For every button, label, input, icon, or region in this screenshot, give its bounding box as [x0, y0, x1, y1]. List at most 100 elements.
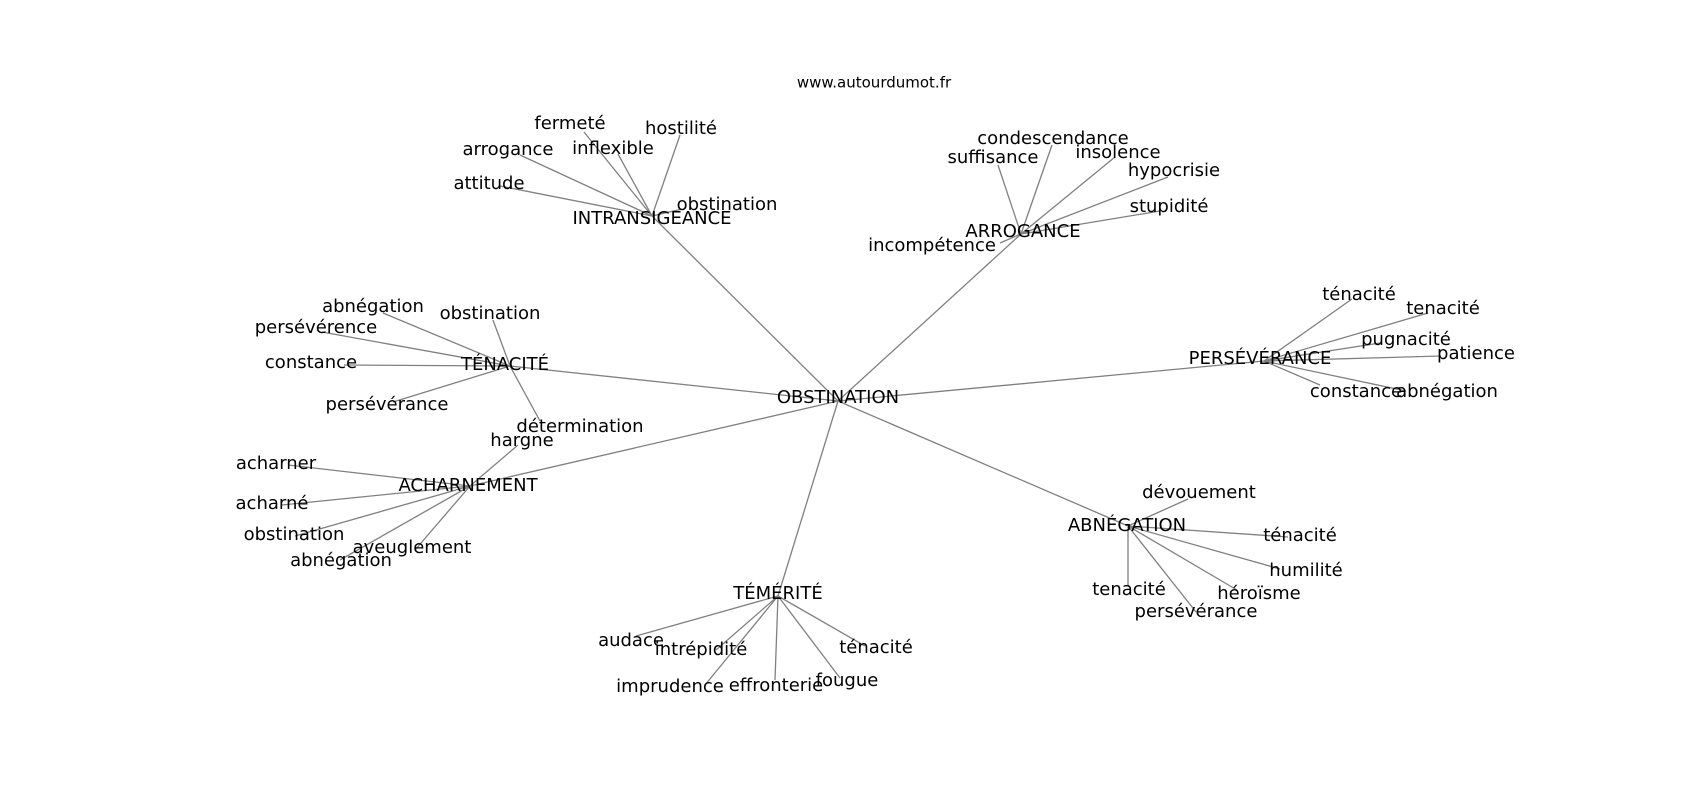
group-node-label-temerite: TÉMÉRITÉ [732, 582, 822, 604]
edge-abnegation-to-heroisme [1127, 525, 1238, 591]
leaf-node-label-acharnement-acharne: acharné [236, 493, 309, 514]
edge-temerite-to-tenacite [777, 595, 866, 647]
leaf-node-label-abnegation-humilite: humilité [1269, 560, 1343, 581]
leaf-node-label-perseverance-tenacite: ténacité [1322, 284, 1396, 305]
edge-center-to-temerite [777, 400, 839, 597]
leaf-node-label-tenacite-determination: détermination [516, 416, 643, 437]
leaf-node-label-tenacite-obstination: obstination [440, 303, 541, 324]
edge-arrogance-to-suffisance [997, 164, 1022, 235]
group-node-label-tenacite: TÉNACITÉ [460, 353, 549, 375]
leaf-node-label-acharnement-aveuglement: aveuglement [353, 537, 472, 558]
group-node-label-abnegation: ABNÉGATION [1068, 514, 1186, 536]
edge-perseverance-to-tenacite [1263, 312, 1429, 362]
leaf-node-label-temerite-intrepidite: intrépidité [655, 639, 748, 660]
edge-perseverance-to-pugnacite [1263, 342, 1381, 362]
edge-acharnement-to-acharner [287, 464, 471, 487]
edge-center-to-arrogance [837, 233, 1022, 402]
edge-arrogance-to-condescendance [1020, 144, 1053, 235]
leaf-node-label-abnegation-perseverance: persévérance [1135, 601, 1258, 622]
edge-acharnement-to-hargne [469, 444, 519, 487]
leaf-node-label-tenacite-abnegation: abnégation [322, 296, 424, 317]
leaf-node-label-intransigeance-inflexible: inflexible [572, 138, 654, 159]
leaf-node-label-acharnement-acharner: acharner [236, 453, 317, 474]
leaf-node-label-tenacite-perseverance: persévérance [326, 394, 449, 415]
leaf-node-label-intransigeance-fermete: fermeté [534, 113, 605, 134]
edge-tenacite-to-determination [509, 365, 541, 422]
leaf-node-label-perseverance-tenacite: tenacité [1406, 298, 1480, 319]
edge-arrogance-to-stupidite [1020, 210, 1161, 235]
edge-intransigeance-to-obstination [651, 208, 683, 217]
graph-labels: www.autourdumot.fr OBSTINATION INTRANSIG… [236, 74, 1515, 698]
leaf-node-label-arrogance-insolence: insolence [1075, 142, 1160, 163]
edge-center-to-acharnement [469, 400, 839, 487]
site-url-label[interactable]: www.autourdumot.fr [797, 74, 952, 92]
edge-temerite-to-audace [635, 595, 779, 637]
edge-tenacite-to-abnegation [382, 312, 511, 367]
leaf-node-label-abnegation-heroisme: héroïsme [1217, 583, 1301, 604]
group-node-label-perseverance: PERSÉVÉRANCE [1189, 347, 1332, 369]
leaf-node-label-temerite-tenacite: ténacité [839, 637, 913, 658]
group-node-label-acharnement: ACHARNEMENT [398, 475, 538, 496]
leaf-node-label-intransigeance-attitude: attitude [453, 173, 524, 194]
graph-edges [281, 131, 1442, 686]
edge-temerite-to-imprudence [704, 595, 779, 686]
leaf-node-label-acharnement-abnegation: abnégation [290, 550, 392, 571]
edge-tenacite-to-perseverence [321, 331, 511, 367]
edge-intransigeance-to-attitude [499, 185, 653, 217]
edge-acharnement-to-obstination [294, 485, 471, 537]
edge-arrogance-to-hypocrisie [1020, 176, 1169, 235]
edge-temerite-to-fougue [777, 595, 841, 679]
edge-center-to-abnegation [837, 400, 1129, 527]
leaf-node-label-perseverance-pugnacite: pugnacité [1361, 329, 1451, 350]
leaf-node-label-arrogance-suffisance: suffisance [948, 147, 1039, 168]
edge-acharnement-to-abnegation [339, 485, 471, 561]
edge-arrogance-to-insolence [1020, 156, 1116, 235]
group-node-label-intransigeance: INTRANSIGEANCE [572, 208, 731, 229]
edge-intransigeance-to-fermete [583, 131, 653, 217]
edge-perseverance-to-patience [1263, 355, 1442, 362]
leaf-node-label-abnegation-devouement: dévouement [1142, 482, 1256, 503]
edge-center-to-tenacite [509, 365, 839, 402]
leaf-node-label-perseverance-patience: patience [1437, 343, 1515, 364]
edge-perseverance-to-constance [1263, 360, 1321, 386]
leaf-node-label-temerite-audace: audace [598, 630, 664, 651]
edge-perseverance-to-tenacite [1263, 298, 1353, 362]
leaf-node-label-arrogance-stupidite: stupidité [1130, 196, 1209, 217]
leaf-node-label-intransigeance-arrogance: arrogance [463, 139, 554, 160]
leaf-node-label-tenacite-perseverence: persévérence [255, 317, 378, 338]
edge-temerite-to-effronterie [774, 595, 779, 681]
edge-perseverance-to-abnegation [1263, 360, 1407, 392]
edge-tenacite-to-constance [343, 364, 511, 367]
leaf-node-label-arrogance-hypocrisie: hypocrisie [1128, 160, 1220, 181]
leaf-node-label-perseverance-constance: constance [1310, 381, 1402, 402]
edge-abnegation-to-devouement [1127, 498, 1189, 527]
leaf-node-label-temerite-fougue: fougue [816, 670, 879, 691]
edge-tenacite-to-perseverance [392, 365, 511, 403]
edge-tenacite-to-obstination [492, 319, 511, 367]
leaf-node-label-arrogance-incompetence: incompétence [868, 235, 996, 256]
leaf-node-label-intransigeance-obstination: obstination [677, 194, 778, 215]
edge-abnegation-to-humilite [1127, 525, 1281, 570]
leaf-node-label-tenacite-constance: constance [265, 352, 357, 373]
leaf-node-label-abnegation-tenacite: ténacité [1263, 525, 1337, 546]
edge-abnegation-to-perseverance [1127, 525, 1197, 613]
center-node-label: OBSTINATION [777, 387, 899, 408]
leaf-node-label-intransigeance-hostilite: hostilité [645, 118, 717, 139]
edge-arrogance-to-incompetence [999, 233, 1022, 244]
leaf-node-label-abnegation-tenacite: tenacité [1092, 579, 1166, 600]
leaf-node-label-temerite-effronterie: effronterie [729, 675, 824, 696]
edge-abnegation-to-tenacite [1127, 525, 1289, 538]
leaf-node-label-perseverance-abnegation: abnégation [1396, 381, 1498, 402]
edge-acharnement-to-acharne [281, 485, 471, 506]
leaf-node-label-arrogance-condescendance: condescendance [977, 128, 1128, 149]
edge-center-to-perseverance [837, 360, 1265, 402]
edge-acharnement-to-aveuglement [414, 485, 471, 551]
edge-intransigeance-to-arrogance [519, 154, 653, 217]
edge-center-to-intransigeance [651, 215, 839, 402]
edge-intransigeance-to-inflexible [617, 153, 653, 217]
leaf-node-label-acharnement-hargne: hargne [490, 430, 553, 451]
edge-intransigeance-to-hostilite [651, 134, 681, 217]
edge-temerite-to-intrepidite [715, 595, 779, 651]
leaf-node-label-acharnement-obstination: obstination [244, 524, 345, 545]
